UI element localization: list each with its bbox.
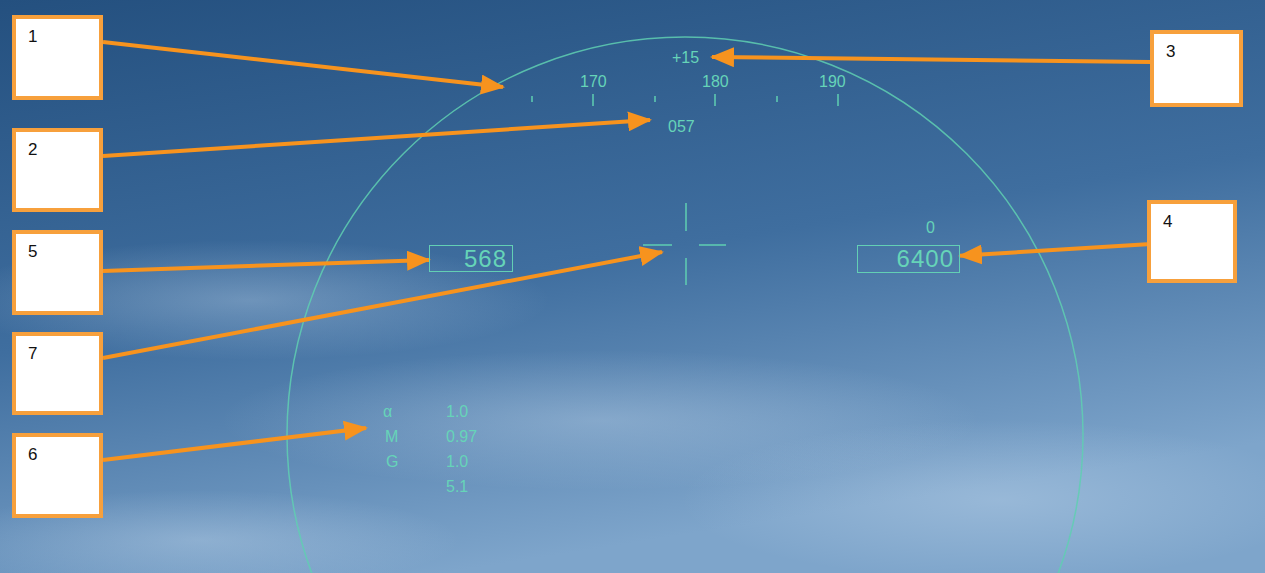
leader-arrow bbox=[103, 428, 366, 460]
mach-symbol: M bbox=[385, 428, 398, 446]
leader-arrow bbox=[103, 252, 662, 358]
hud-circle bbox=[287, 37, 1083, 573]
boresight-cross bbox=[643, 203, 726, 285]
callout-number: 6 bbox=[28, 445, 87, 465]
callout-number: 4 bbox=[1163, 212, 1221, 232]
callout-number: 7 bbox=[28, 344, 87, 364]
callout-box: 1 bbox=[12, 15, 103, 100]
heading-value: 190 bbox=[819, 73, 846, 91]
leader-arrow bbox=[103, 120, 650, 156]
value-readout: 568 bbox=[435, 246, 507, 271]
callout-box: 3 bbox=[1150, 30, 1243, 107]
callout-arrow bbox=[960, 244, 1147, 256]
g-value: 1.0 bbox=[446, 453, 468, 471]
aoa-value: 1.0 bbox=[446, 403, 468, 421]
callout-arrow bbox=[103, 260, 429, 271]
mach-value: 0.97 bbox=[446, 428, 477, 446]
heading-ticks bbox=[532, 94, 838, 106]
pitch-readout: +15 bbox=[672, 49, 699, 67]
callout-number: 2 bbox=[28, 140, 87, 160]
value-readout: 6400 bbox=[863, 246, 954, 271]
callout-box: 2 bbox=[12, 128, 103, 212]
leader-arrow bbox=[712, 57, 1150, 62]
aux-value: 5.1 bbox=[446, 478, 468, 496]
aoa-symbol: α bbox=[383, 403, 392, 421]
value-box: 6400 bbox=[857, 245, 960, 273]
leader-arrow bbox=[103, 42, 503, 87]
heading-value: 180 bbox=[702, 73, 729, 91]
altitude-aux: 0 bbox=[926, 219, 935, 237]
heading-value: 170 bbox=[580, 73, 607, 91]
callout-number: 1 bbox=[28, 27, 87, 47]
callout-box: 4 bbox=[1147, 200, 1237, 283]
heading-readout: 057 bbox=[668, 118, 695, 136]
callout-box: 5 bbox=[12, 230, 103, 315]
cloud bbox=[680, 420, 1265, 573]
callout-number: 5 bbox=[28, 242, 87, 262]
g-symbol: G bbox=[386, 453, 398, 471]
callout-box: 7 bbox=[12, 332, 103, 415]
value-box: 568 bbox=[429, 245, 513, 272]
callout-box: 6 bbox=[12, 433, 103, 518]
callout-number: 3 bbox=[1166, 42, 1227, 62]
